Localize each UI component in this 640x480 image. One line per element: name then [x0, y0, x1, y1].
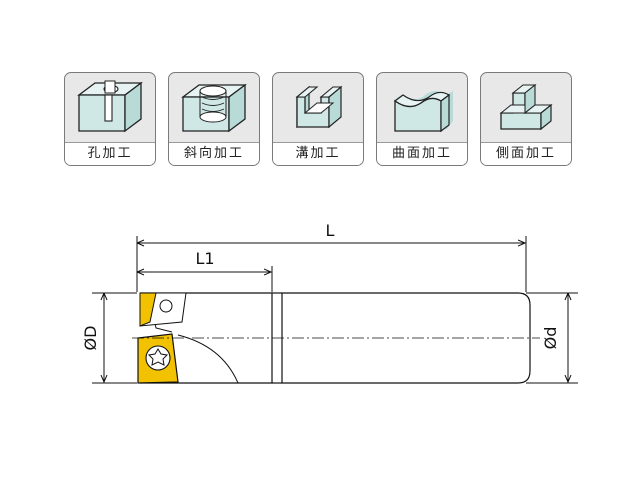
upper-clamp-screw-icon	[159, 299, 173, 313]
tool-shank	[281, 292, 531, 384]
contouring-icon	[393, 91, 453, 133]
dimension-cutting-diameter-label: ØD	[81, 326, 100, 351]
dimension-shank-diameter-label: Ød	[541, 327, 560, 350]
card-shoulder-milling: 側面加工	[480, 72, 572, 166]
card-label: 溝加工	[273, 142, 363, 165]
shoulder-milling-icon	[499, 83, 553, 131]
dimension-l-label: L	[326, 221, 335, 240]
card-hole-machining: 孔加工	[64, 72, 156, 166]
card-ramping: 斜向加工	[168, 72, 260, 166]
slotting-icon	[295, 85, 343, 129]
card-label: 側面加工	[481, 142, 571, 165]
torx-socket-icon	[147, 348, 169, 366]
hole-machining-icon	[77, 80, 143, 133]
ramping-icon	[181, 83, 247, 133]
operation-cards: 孔加工 斜向加工 溝加工 曲面加工	[64, 72, 576, 168]
card-slotting: 溝加工	[272, 72, 364, 166]
dimension-l1-label: L1	[195, 249, 214, 268]
card-contouring: 曲面加工	[376, 72, 468, 166]
card-label: 曲面加工	[377, 142, 467, 165]
chip-flute-curve	[177, 334, 239, 384]
card-label: 斜向加工	[169, 142, 259, 165]
card-label: 孔加工	[65, 142, 155, 165]
upper-insert	[139, 292, 157, 327]
